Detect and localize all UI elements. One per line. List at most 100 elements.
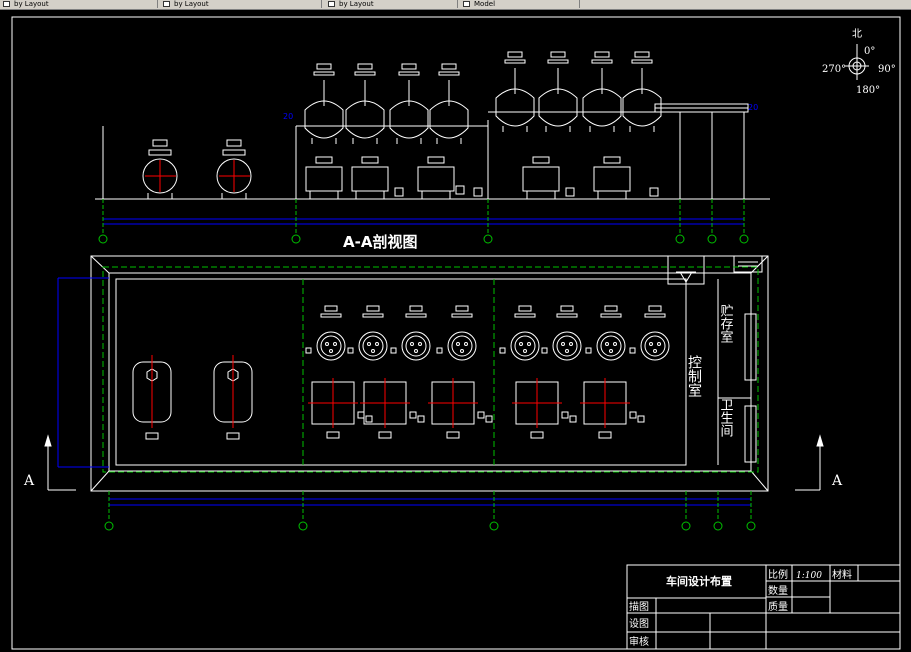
room-restroom: 卫生间	[718, 398, 734, 437]
compass-180: 180°	[856, 85, 880, 96]
equipment-box	[593, 166, 631, 192]
reactor-vessel	[538, 51, 578, 132]
vessel-motor	[441, 63, 457, 70]
equipment-plan	[512, 378, 577, 439]
nozzle	[523, 349, 527, 353]
axis-bubble	[713, 521, 723, 531]
nozzle	[367, 342, 371, 346]
vessel-label-plate	[398, 71, 420, 76]
equipment-plan	[428, 378, 493, 439]
reactor-tag	[648, 305, 662, 312]
side-fitting	[585, 347, 592, 354]
vessel-body	[304, 100, 344, 139]
reactor-outer	[358, 331, 388, 361]
valve	[477, 411, 485, 419]
vessel-label-plate	[354, 71, 376, 76]
tab-label: Model	[474, 0, 496, 8]
side-fitting	[629, 347, 636, 354]
storage-window	[744, 313, 757, 381]
nozzle	[456, 342, 460, 346]
axis-bubble	[746, 521, 756, 531]
horizontal-tank-2	[216, 139, 252, 199]
layout-tab-2[interactable]: by Layout	[160, 0, 322, 8]
floor-equipment	[593, 156, 631, 199]
vessel-motor	[507, 51, 523, 58]
reactor-tag	[366, 305, 380, 312]
nozzle	[414, 349, 418, 353]
reactor-plan	[305, 305, 346, 361]
side-fitting	[541, 347, 548, 354]
reactor-label-plate	[644, 313, 666, 318]
horizontal-tank-1	[142, 139, 178, 199]
valve	[561, 411, 569, 419]
layout-tab-3[interactable]: by Layout	[325, 0, 458, 8]
equipment-box	[351, 166, 389, 192]
reactor-tag	[324, 305, 338, 312]
reactor-vessel	[429, 63, 469, 144]
material-label: 材料	[832, 568, 852, 581]
reactor-label-plate	[405, 313, 427, 318]
vessel-label-plate	[631, 59, 653, 64]
axis-bubble	[675, 234, 685, 244]
nozzle	[418, 342, 422, 346]
reactor-plan	[585, 305, 626, 361]
equipment-plan	[308, 378, 373, 439]
room-control: 控制室	[686, 355, 702, 397]
title-block	[626, 564, 901, 650]
equipment-motor	[361, 156, 379, 164]
reactor-label-plate	[362, 313, 384, 318]
axis-bubble	[104, 521, 114, 531]
reactor-inner	[600, 335, 622, 357]
layout-tabs: by Layout by Layout by Layout Model	[0, 0, 911, 10]
reactor-vessel	[389, 63, 429, 144]
section-marker-right	[795, 434, 824, 491]
checked-label: 审核	[629, 635, 649, 648]
valve	[629, 411, 637, 419]
side-fitting	[499, 347, 506, 354]
vessel-motor	[316, 63, 332, 70]
tab-drawing-icon	[163, 1, 170, 7]
scale-label: 比例	[768, 568, 788, 581]
vessel-motor	[550, 51, 566, 58]
side-fitting	[436, 347, 443, 354]
layout-tab-1[interactable]: by Layout	[0, 0, 158, 8]
reactor-tag	[409, 305, 423, 312]
reactor-vessel	[582, 51, 622, 132]
lower-equipment-elevation	[305, 156, 659, 199]
restroom-window	[744, 405, 757, 463]
vessel-body	[622, 88, 662, 127]
tank-plan-1	[132, 355, 172, 440]
cad-drawing[interactable]: 20 20 A-A剖视图	[0, 10, 911, 652]
pump	[455, 185, 465, 195]
vessel-body	[429, 100, 469, 139]
nozzle	[375, 342, 379, 346]
compass-0: 0°	[864, 46, 875, 57]
layout-tab-4[interactable]: Model	[460, 0, 580, 8]
designed-label: 设图	[629, 618, 649, 630]
reactor-tag	[604, 305, 618, 312]
tab-label: by Layout	[174, 0, 209, 8]
room-storage: 贮存室	[718, 304, 734, 343]
section-title: A-A剖视图	[343, 233, 417, 251]
valve	[637, 415, 645, 423]
equipment-box	[417, 166, 455, 192]
axis-bubble	[98, 234, 108, 244]
nozzle	[325, 342, 329, 346]
vessel-motor	[357, 63, 373, 70]
plan-axis-markers	[104, 491, 756, 531]
reactor-plan	[629, 305, 670, 361]
reactor-vessel	[345, 63, 385, 144]
vessel-body	[582, 88, 622, 127]
reactor-vessel	[495, 51, 535, 132]
reactor-plan	[541, 305, 582, 361]
nozzle	[569, 342, 573, 346]
reactor-label-plate	[600, 313, 622, 318]
vessel-motor	[634, 51, 650, 58]
nozzle	[460, 349, 464, 353]
vessel-motor	[594, 51, 610, 58]
reactor-inner	[514, 335, 536, 357]
nozzle	[657, 342, 661, 346]
vessel-label-plate	[591, 59, 613, 64]
pump	[649, 187, 659, 197]
reactor-label-plate	[320, 313, 342, 318]
